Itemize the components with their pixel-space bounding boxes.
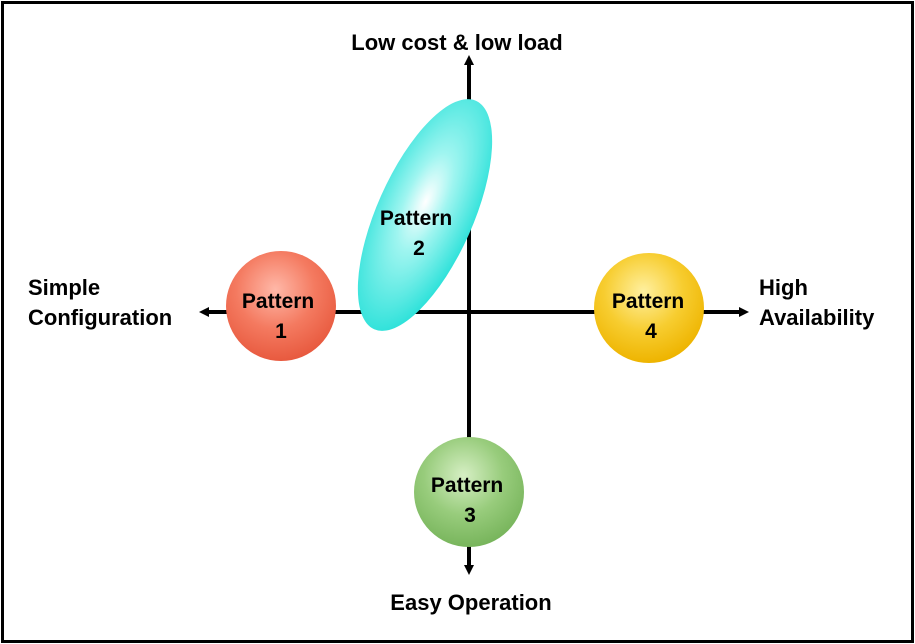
pattern-3-label: Pattern 3 [431,474,509,527]
pattern-1-node: Pattern 1 [226,251,336,361]
pattern-1-label-line-1: Pattern [242,290,314,313]
axis-label-top: Low cost & low load [351,30,562,55]
pattern-1-label-line-2: 1 [275,320,287,343]
pattern-2-label-line-1: Pattern [380,207,452,230]
pattern-4-label-line-1: Pattern [612,290,684,313]
pattern-4-shape [594,253,704,363]
axis-label-right-line-2: Availability [759,305,875,330]
axis-label-bottom: Easy Operation [390,590,551,615]
pattern-1-shape [226,251,336,361]
pattern-3-node: Pattern 3 [414,437,524,547]
pattern-1-label: Pattern 1 [242,290,320,343]
axis-label-top-line: Low cost & low load [351,30,562,55]
axis-label-right-line-1: High [759,275,808,300]
pattern-4-label-line-2: 4 [645,320,657,343]
pattern-3-label-line-2: 3 [464,504,476,527]
pattern-4-node: Pattern 4 [594,253,704,363]
pattern-3-label-line-1: Pattern [431,474,503,497]
axis-label-left-line-2: Configuration [28,305,172,330]
pattern-2-label: Pattern 2 [380,207,458,260]
pattern-3-shape [414,437,524,547]
axis-label-right: High Availability [759,275,875,330]
axis-label-bottom-line: Easy Operation [390,590,551,615]
axis-label-left-line-1: Simple [28,275,100,300]
axis-label-left: Simple Configuration [28,275,172,330]
pattern-2-shape [357,99,493,331]
pattern-4-label: Pattern 4 [612,290,690,343]
pattern-2-label-line-2: 2 [413,237,425,260]
pattern-2-node: Pattern 2 [357,99,493,331]
